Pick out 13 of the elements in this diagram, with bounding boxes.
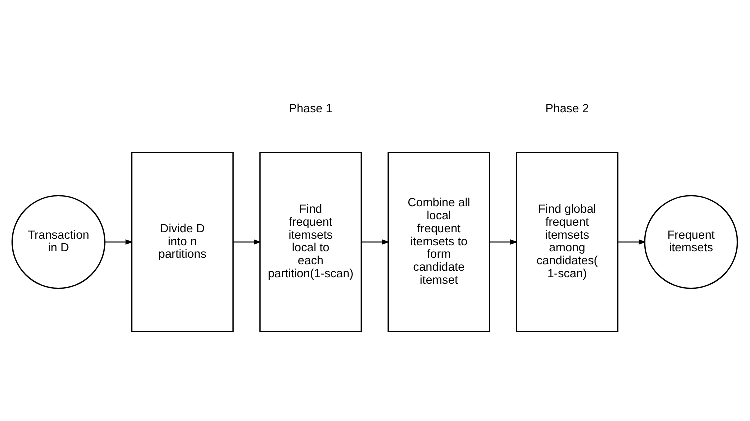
node-box: Find global frequent itemsets among candidates( 1-scan) (516, 152, 619, 332)
arrow (362, 239, 390, 244)
node-circle: Frequent itemsets (644, 194, 738, 289)
node-box: Divide D into n partitions (131, 152, 234, 332)
node-circle: Transaction in D (12, 194, 106, 289)
node-box: Find frequent itemsets local to each partition(1-scan) (260, 152, 362, 332)
label: Phase 1 (289, 101, 333, 116)
arrow (234, 239, 262, 244)
label: Phase 2 (546, 101, 590, 116)
arrow (618, 239, 647, 244)
arrow (490, 239, 518, 244)
arrow (105, 239, 134, 244)
node-box: Combine all local frequent itemsets to form candidate itemset (388, 152, 490, 332)
